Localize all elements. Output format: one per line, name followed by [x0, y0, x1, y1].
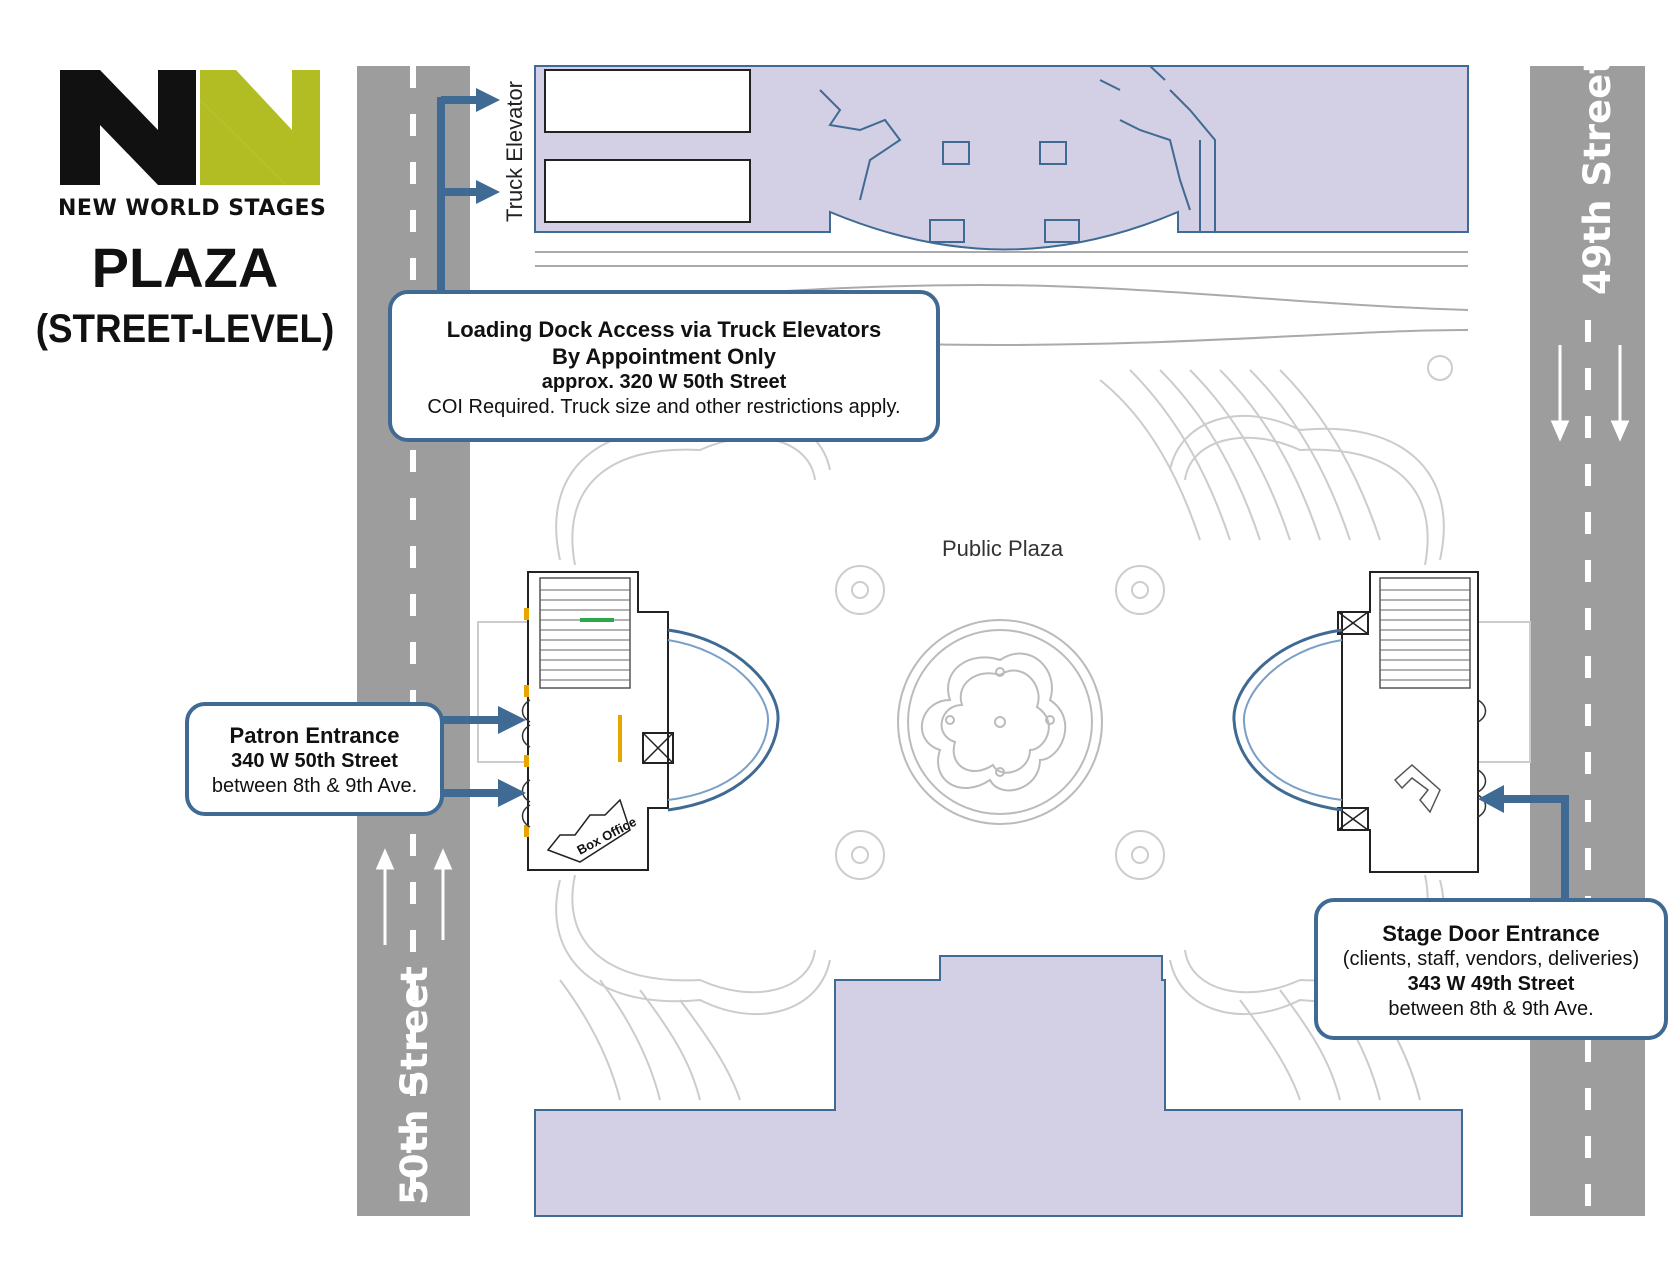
north-building [534, 65, 1469, 251]
loading-dock-subtitle: By Appointment Only [551, 344, 777, 369]
stage-door-callout: Stage Door Entrance (clients, staff, ven… [1314, 898, 1668, 1040]
public-plaza-label: Public Plaza [942, 536, 1064, 561]
patron-entrance-callout: Patron Entrance 340 W 50th Street betwee… [185, 702, 444, 816]
south-building [534, 955, 1463, 1217]
loading-dock-address: approx. 320 W 50th Street [541, 371, 787, 393]
street-label-49th: 49th Street [1576, 56, 1619, 295]
nws-logo-icon [60, 70, 320, 185]
street-label-50th: 50th Street [393, 966, 436, 1205]
loading-dock-callout: Loading Dock Access via Truck Elevators … [388, 290, 940, 442]
arrows-loading-dock [437, 88, 500, 292]
stage-door-address: 343 W 49th Street [1407, 973, 1575, 995]
west-entrance-building [477, 571, 780, 871]
fountain-icon [897, 619, 1103, 825]
loading-dock-title: Loading Dock Access via Truck Elevators [446, 317, 882, 342]
loading-dock-note: COI Required. Truck size and other restr… [427, 396, 901, 418]
traffic-arrows-south [1550, 345, 1630, 442]
brand-name: NEW WORLD STAGES [58, 196, 327, 221]
traffic-arrows-north [375, 848, 453, 945]
truck-elevator-1 [544, 69, 751, 133]
page-subtitle: (STREET-LEVEL) [35, 307, 335, 351]
north-building-interior [819, 65, 1216, 243]
arrow-stage-door [1478, 785, 1569, 898]
patron-entrance-address: 340 W 50th Street [231, 750, 398, 772]
east-entrance-building [1232, 571, 1531, 873]
stage-door-title: Stage Door Entrance [1382, 921, 1600, 946]
patron-entrance-title: Patron Entrance [229, 723, 400, 748]
page-title: PLAZA [91, 236, 279, 299]
road-50th-street [357, 66, 470, 1216]
stage-door-between: between 8th & 9th Ave. [1388, 998, 1594, 1020]
arrows-patron-entrance [442, 706, 526, 807]
stage-door-who: (clients, staff, vendors, deliveries) [1342, 948, 1640, 970]
truck-elevator-label: Truck Elevator [502, 81, 527, 222]
patron-entrance-between: between 8th & 9th Ave. [211, 775, 418, 797]
truck-elevator-2 [544, 159, 751, 223]
